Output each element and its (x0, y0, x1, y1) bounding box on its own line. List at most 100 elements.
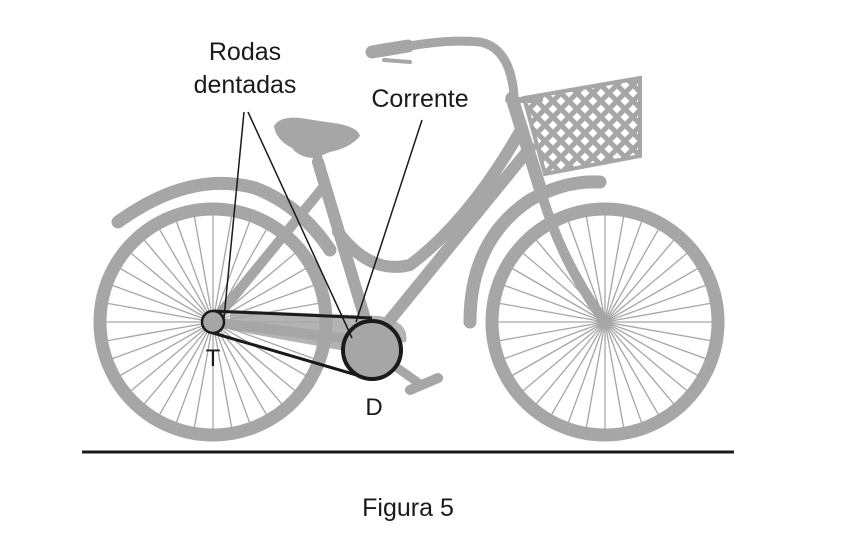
bike-frame (208, 36, 610, 395)
rear-spoke (212, 321, 296, 392)
handlebar-grip (365, 39, 415, 59)
front-spoke (585, 321, 606, 428)
basket-strand (524, 78, 602, 174)
saddle (274, 117, 360, 158)
basket-strand (650, 70, 760, 180)
chain-bottom-run (212, 331, 361, 378)
front-tire (485, 202, 725, 442)
leader-lines (223, 111, 423, 339)
basket-strand (632, 78, 640, 174)
rear-spoke (143, 321, 214, 405)
front-spoke (604, 321, 675, 405)
basket-strand (666, 70, 776, 180)
leader-sprocket-front (247, 111, 353, 339)
front-spoke (522, 321, 606, 392)
rear-fender (111, 176, 337, 257)
label-rear-sprocket: T (206, 345, 221, 372)
leader-chain (355, 119, 423, 323)
rear-spoke (112, 321, 214, 360)
basket-strand (650, 70, 760, 180)
front-spoke (511, 321, 606, 377)
basket-strand (568, 78, 640, 174)
figure-caption: Figura 5 (362, 494, 454, 522)
basket-strand (666, 70, 776, 180)
rear-spoke (158, 321, 214, 416)
leader-sprocket-rear (223, 111, 245, 319)
basket-strand (698, 70, 808, 180)
front-sprocket (341, 319, 403, 381)
front-spoke (604, 321, 660, 416)
chain-top-run (212, 309, 373, 320)
front-spoke (504, 321, 606, 360)
front-spoke (604, 321, 625, 428)
rear-spoke (143, 239, 214, 323)
basket-strand (536, 78, 640, 174)
rear-spoke (107, 321, 214, 342)
front-fork (535, 183, 610, 327)
rear-spoke (130, 321, 214, 392)
basket-strand (600, 78, 640, 174)
label-chain: Corrente (371, 85, 468, 113)
front-wheel (485, 202, 725, 442)
rear-spoke (212, 284, 314, 323)
rear-spoke (212, 321, 307, 377)
front-spoke (604, 321, 643, 423)
rear-spoke (119, 267, 214, 323)
rear-sprocket (200, 309, 226, 335)
rear-spoke (212, 321, 251, 423)
front-spoke (604, 228, 660, 323)
front-spoke (511, 267, 606, 323)
basket-strand (616, 78, 640, 174)
label-sprockets-line1: Rodas (209, 38, 281, 66)
front-spoke (604, 216, 625, 323)
front-spoke (550, 321, 606, 416)
seat-stay (208, 180, 330, 327)
rear-spoke (107, 302, 214, 323)
head-tube (505, 91, 547, 195)
rear-spoke (212, 321, 268, 416)
rear-spoke (112, 284, 214, 323)
down-tube (332, 122, 528, 273)
rear-spoke (175, 221, 214, 323)
chain (212, 309, 373, 378)
front-spoke (604, 321, 706, 360)
front-spoke (504, 284, 606, 323)
front-spoke (604, 267, 699, 323)
basket-strand (584, 78, 640, 174)
brake-lever (382, 58, 412, 64)
basket-strand (682, 70, 792, 180)
front-spoke (604, 221, 643, 323)
front-spoke (567, 321, 606, 423)
front-spoke (604, 284, 706, 323)
front-spoke (585, 216, 606, 323)
front-spoke (604, 252, 688, 323)
rear-spoke (212, 221, 251, 323)
front-spoke (604, 321, 699, 377)
rear-spoke (193, 321, 214, 428)
basket-strand (632, 78, 640, 174)
front-fender (463, 175, 607, 329)
front-spoke (604, 302, 711, 323)
front-spoke (604, 239, 675, 323)
front-spoke (604, 321, 688, 392)
seat-tube (312, 156, 378, 348)
basket-strand (698, 70, 808, 180)
basket-strand (682, 70, 792, 180)
rear-spoke (212, 216, 233, 323)
rear-spoke (130, 252, 214, 323)
lower-down-tube (366, 142, 536, 348)
basket-strand (584, 78, 640, 174)
rear-spoke (158, 228, 214, 323)
basket-strand (552, 78, 640, 174)
front-spoke (499, 321, 606, 342)
label-sprockets-line2: dentadas (194, 71, 297, 99)
rear-spoke (212, 321, 233, 428)
rear-spoke (193, 216, 214, 323)
front-spoke (604, 321, 711, 342)
rear-spoke (119, 321, 214, 377)
label-front-sprocket: D (365, 394, 382, 421)
pedal (405, 373, 443, 395)
front-spoke (535, 321, 606, 405)
